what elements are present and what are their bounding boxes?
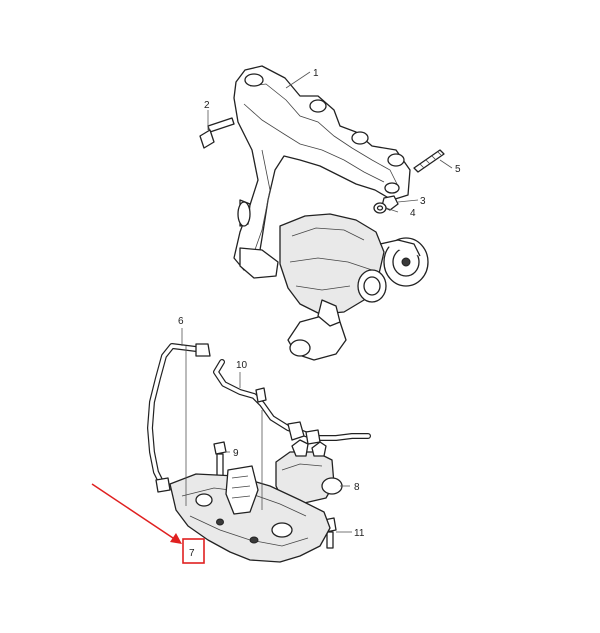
callout-8: 8 [354,482,360,493]
callout-9: 9 [233,448,239,459]
bolt-part-2 [199,117,235,149]
callout-1: 1 [313,68,319,79]
red-arrowhead-icon [170,533,182,544]
callout-2: 2 [204,100,210,111]
vacuum-pipe-part-10 [213,359,371,445]
leader-lines [181,71,453,533]
highlight-box [182,538,205,564]
stud-part-5 [413,149,445,173]
bracket-part-7 [169,465,331,563]
highlight-annotation: 7 [91,483,205,564]
callout-11: 11 [354,528,365,539]
washer-part-4 [373,202,387,214]
callout-6: 6 [178,316,184,327]
callout-labels: 1 2 3 4 5 6 10 9 8 11 [178,68,461,539]
hose-part-6 [147,343,211,493]
turbocharger [237,199,429,361]
callout-10: 10 [236,360,248,371]
solenoid-valve-part-8 [275,439,343,505]
callout-3: 3 [420,196,426,207]
callout-5: 5 [455,164,461,175]
exhaust-manifold [233,65,411,279]
red-arrow-icon [91,483,177,541]
bolt-part-9 [213,441,227,477]
callout-4: 4 [410,208,416,219]
callout-7: 7 [189,548,195,559]
